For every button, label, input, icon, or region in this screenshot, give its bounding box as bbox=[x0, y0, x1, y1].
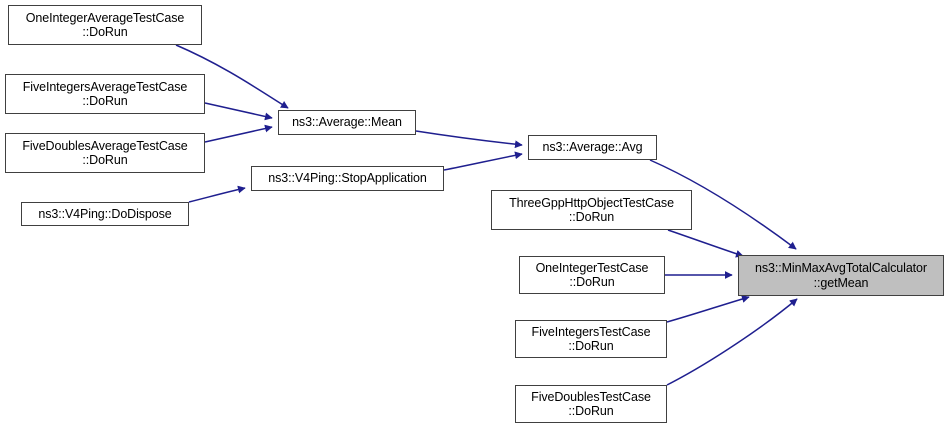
graph-node-ns3-v4ping-dodispose[interactable]: ns3::V4Ping::DoDispose bbox=[21, 202, 189, 226]
graph-node-ns3-v4ping-stopapplication[interactable]: ns3::V4Ping::StopApplication bbox=[251, 166, 444, 191]
edge-five-doubles-average-testcase-dorun-to-ns3-average-mean bbox=[204, 124, 273, 143]
edge-five-integers-testcase-dorun-to-ns3-minmaxavgtotalcalculator-getmean bbox=[666, 295, 750, 323]
graph-node-label: ns3::MinMaxAvgTotalCalculator ::getMean bbox=[755, 261, 927, 290]
graph-node-label: OneIntegerAverageTestCase ::DoRun bbox=[25, 10, 185, 40]
graph-node-ns3-average-mean[interactable]: ns3::Average::Mean bbox=[278, 110, 416, 135]
graph-node-five-integers-testcase-dorun[interactable]: FiveIntegersTestCase ::DoRun bbox=[515, 320, 667, 358]
edge-three-gpp-http-object-testcase-dorun-to-ns3-minmaxavgtotalcalculator-getmean bbox=[667, 229, 744, 258]
graph-node-label: FiveDoublesTestCase ::DoRun bbox=[531, 389, 651, 419]
graph-node-five-integers-average-testcase-dorun[interactable]: FiveIntegersAverageTestCase ::DoRun bbox=[5, 74, 205, 114]
graph-node-label: FiveIntegersTestCase ::DoRun bbox=[531, 324, 651, 354]
edge-ns3-v4ping-dodispose-to-ns3-v4ping-stopapplication bbox=[188, 185, 246, 203]
graph-node-five-doubles-average-testcase-dorun[interactable]: FiveDoublesAverageTestCase ::DoRun bbox=[5, 133, 205, 173]
edge-five-integers-average-testcase-dorun-to-ns3-average-mean bbox=[204, 102, 273, 121]
graph-node-ns3-minmaxavgtotalcalculator-getmean[interactable]: ns3::MinMaxAvgTotalCalculator ::getMean bbox=[738, 255, 944, 296]
graph-node-five-doubles-testcase-dorun[interactable]: FiveDoublesTestCase ::DoRun bbox=[515, 385, 667, 423]
graph-node-label: ns3::Average::Mean bbox=[292, 115, 402, 130]
graph-node-label: ThreeGppHttpObjectTestCase ::DoRun bbox=[509, 195, 674, 225]
graph-node-ns3-average-avg[interactable]: ns3::Average::Avg bbox=[528, 135, 657, 160]
graph-node-label: ns3::Average::Avg bbox=[542, 140, 643, 155]
graph-node-three-gpp-http-object-testcase-dorun[interactable]: ThreeGppHttpObjectTestCase ::DoRun bbox=[491, 190, 692, 230]
graph-node-label: ns3::V4Ping::StopApplication bbox=[268, 171, 427, 186]
graph-node-label: FiveDoublesAverageTestCase ::DoRun bbox=[22, 138, 188, 168]
graph-node-label: ns3::V4Ping::DoDispose bbox=[38, 206, 172, 221]
graph-node-label: FiveIntegersAverageTestCase ::DoRun bbox=[22, 79, 188, 109]
graph-node-label: OneIntegerTestCase ::DoRun bbox=[535, 260, 649, 290]
graph-node-one-integer-testcase-dorun[interactable]: OneIntegerTestCase ::DoRun bbox=[519, 256, 665, 294]
edge-five-doubles-testcase-dorun-to-ns3-minmaxavgtotalcalculator-getmean bbox=[666, 298, 798, 386]
edge-ns3-average-mean-to-ns3-average-avg bbox=[415, 130, 523, 149]
edge-ns3-v4ping-stopapplication-to-ns3-average-avg bbox=[443, 151, 523, 171]
graph-node-one-integer-average-testcase-dorun[interactable]: OneIntegerAverageTestCase ::DoRun bbox=[8, 5, 202, 45]
edges-group bbox=[175, 44, 798, 386]
